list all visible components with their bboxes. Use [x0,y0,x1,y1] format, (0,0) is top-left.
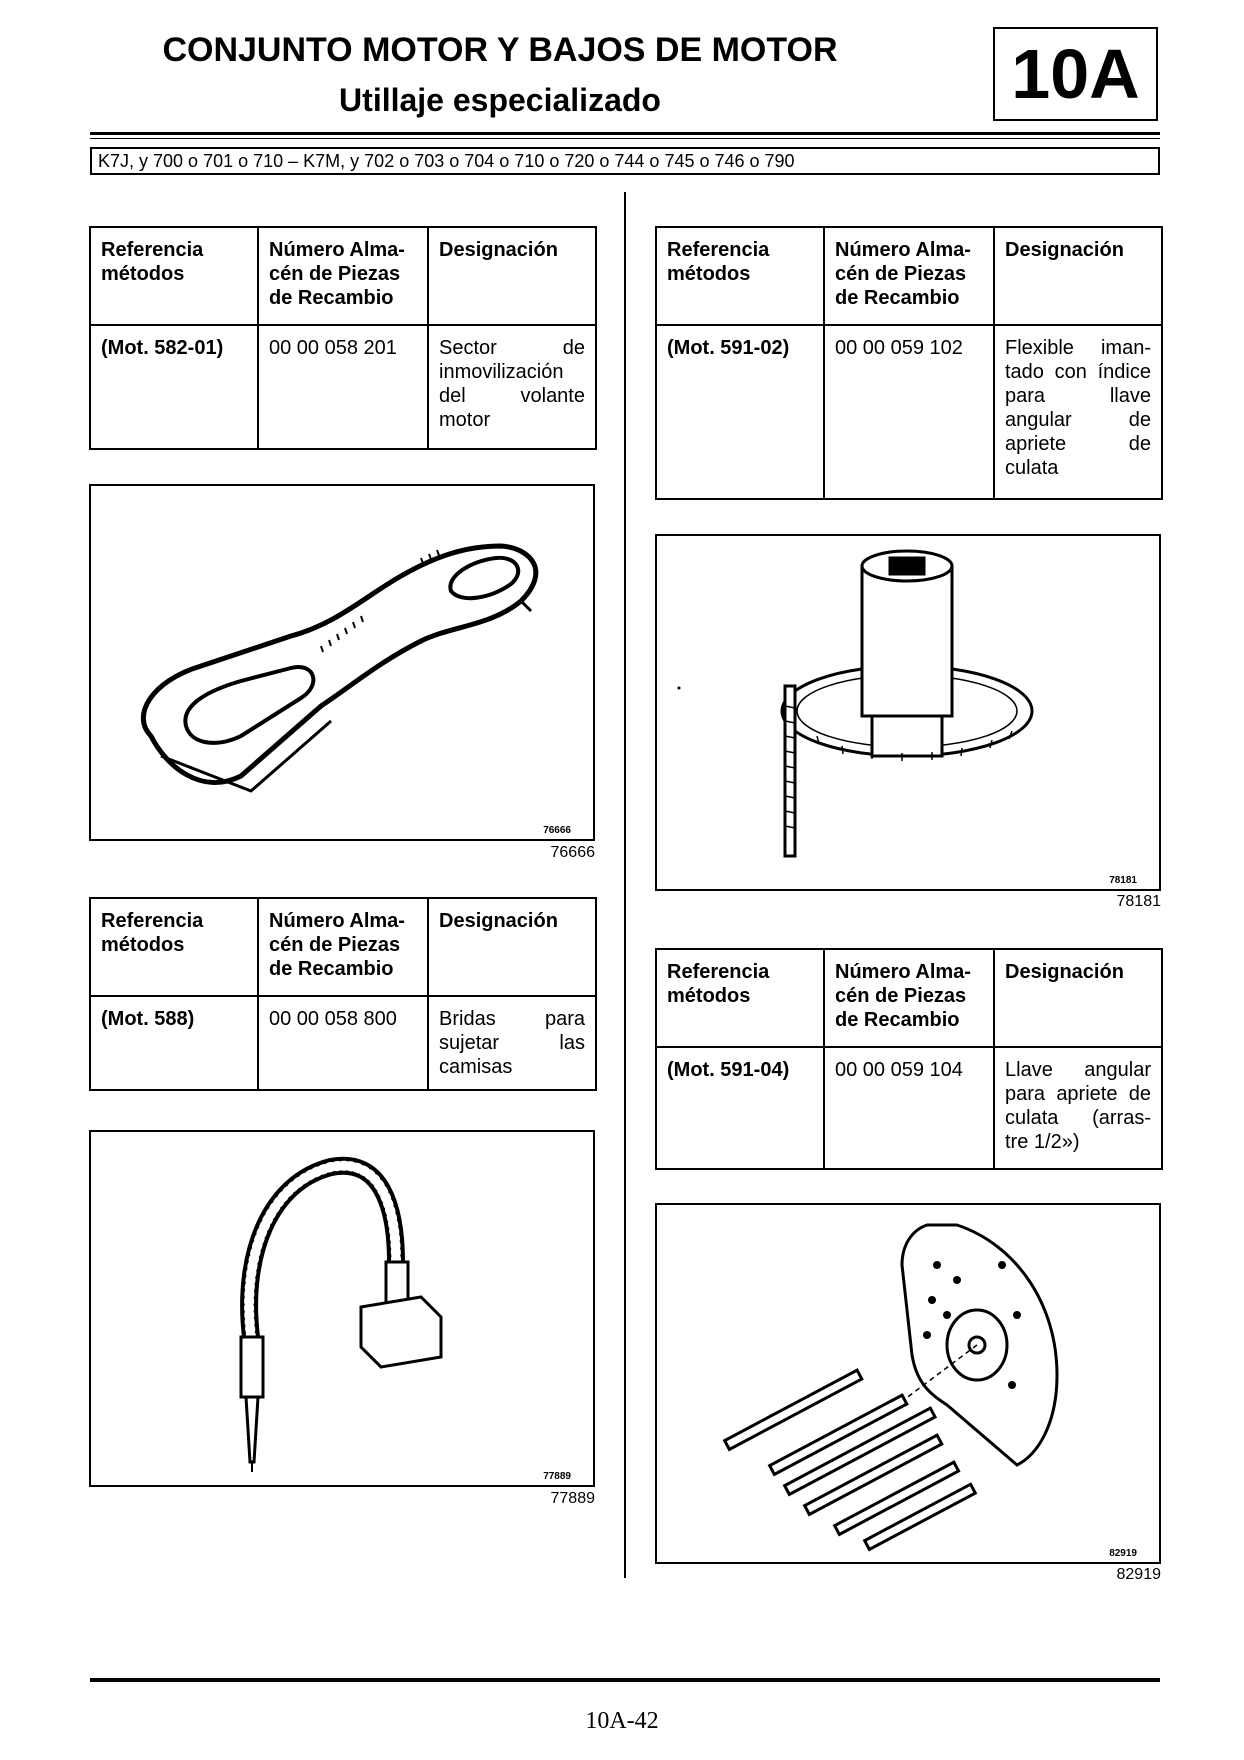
tool-ref: (Mot. 591-02) [655,324,825,500]
header-ref: Referencia métodos [655,948,825,1048]
figure-cylinder-head-angle-wrench: 82919 [655,1203,1161,1564]
column-divider [624,192,626,1578]
figure-inset-code: 82919 [1109,1548,1137,1559]
header-ref: Referencia métodos [89,897,259,997]
header-part-number: Número Alma- cén de Piezas de Recambio [823,948,995,1048]
header-part-number: Número Alma- cén de Piezas de Recambio [257,897,429,997]
figure-caption-78181: 78181 [1116,893,1162,910]
figure-flywheel-locking-sector: 76666 [89,484,595,841]
figure-inset-code: 78181 [1109,875,1137,886]
header-ref: Referencia métodos [655,226,825,326]
tool-designation: Llave angular para apriete de culata (ar… [993,1046,1163,1170]
figure-caption-77889: 77889 [550,1490,596,1507]
tool-ref: (Mot. 582-01) [89,324,259,450]
tool-part-number: 00 00 059 104 [823,1046,995,1170]
footer-rule [90,1678,1160,1682]
figure-inset-code: 77889 [543,1471,571,1482]
tool-table-mot-591-04: Referencia métodos Número Alma- cén de P… [655,948,1163,1170]
tool-designation: Sector de inmovilización del volante mot… [427,324,597,450]
section-badge: 10A [993,27,1158,121]
tool-ref: (Mot. 591-04) [655,1046,825,1170]
page-title: CONJUNTO MOTOR Y BAJOS DE MOTOR [162,31,838,69]
tool-designation: Flexible iman- tado con índice para llav… [993,324,1163,500]
tool-designation: Bridas para sujetar las camisas [427,995,597,1091]
figure-angle-gauge: 78181 [655,534,1161,891]
tool-table-mot-588: Referencia métodos Número Alma- cén de P… [89,897,597,1091]
page-number: 10A-42 [585,1708,659,1734]
tool-ref: (Mot. 588) [89,995,259,1091]
flywheel-locking-sector-drawing: 76666 [140,543,571,836]
figure-caption-82919: 82919 [1116,1566,1162,1583]
header-part-number: Número Alma- cén de Piezas de Recambio [257,226,429,326]
header-rule-thin [90,138,1160,139]
header-designation: Designación [427,897,597,997]
tool-part-number: 00 00 058 201 [257,324,429,450]
figure-inset-code: 76666 [543,825,571,836]
header-designation: Designación [993,948,1163,1048]
header-part-number: Número Alma- cén de Piezas de Recambio [823,226,995,326]
magnetic-flexible-drawing: 77889 [239,1156,571,1482]
tool-table-mot-591-02: Referencia métodos Número Alma- cén de P… [655,226,1163,500]
tool-part-number: 00 00 059 102 [823,324,995,500]
applicability-banner: K7J, y 700 o 701 o 710 – K7M, y 702 o 70… [90,147,1160,175]
tool-table-mot-582-01: Referencia métodos Número Alma- cén de P… [89,226,597,450]
figure-liner-clamps: 77889 [89,1130,595,1487]
angle-wrench-drawing: 82919 [722,1223,1137,1559]
tool-part-number: 00 00 058 800 [257,995,429,1091]
angle-gauge-drawing: 78181 [677,549,1137,886]
header-rule [90,132,1160,135]
header-designation: Designación [993,226,1163,326]
figure-caption-76666: 76666 [550,844,596,861]
header-ref: Referencia métodos [89,226,259,326]
page-subtitle: Utillaje especializado [339,82,661,118]
header-designation: Designación [427,226,597,326]
